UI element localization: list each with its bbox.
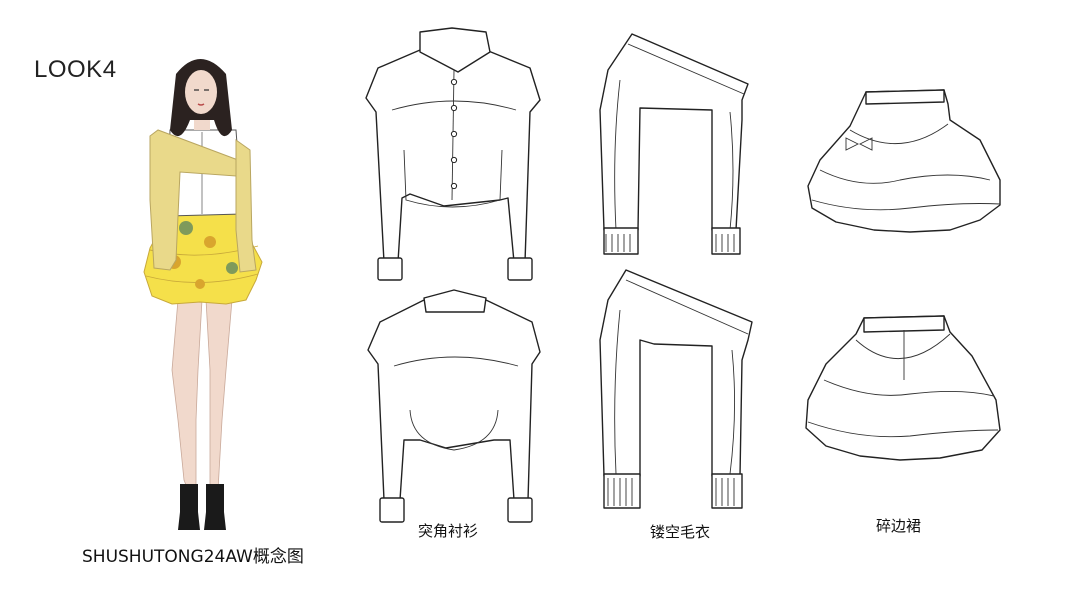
sweater-label: 镂空毛衣 [650,523,711,541]
look-title: LOOK4 [34,56,117,83]
concept-caption: SHUSHUTONG24AW概念图 [82,547,304,567]
skirt-label: 碎边裙 [876,517,922,535]
shirt-label: 突角衬衫 [418,522,479,540]
